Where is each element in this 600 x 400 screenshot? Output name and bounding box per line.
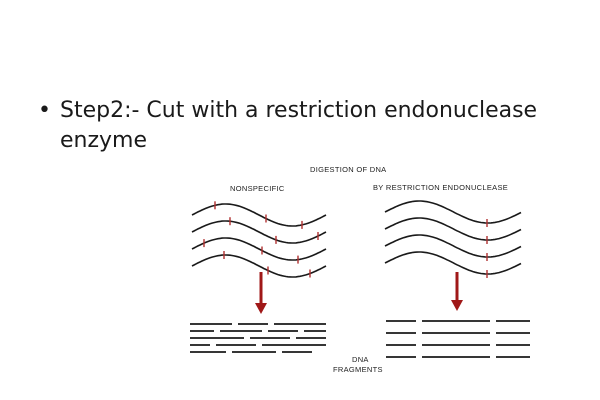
bullet-text: Step2:- Cut with a restriction endonucle… — [60, 98, 538, 153]
nonspecific-label: NONSPECIFIC — [230, 184, 285, 193]
dna-label: DNA — [352, 355, 369, 364]
fragments-label: FRAGMENTS — [333, 365, 383, 374]
restriction-strand — [384, 200, 522, 224]
figure-title: DIGESTION OF DNA — [310, 165, 386, 174]
nonspecific-strand — [191, 237, 327, 261]
nonspecific-dna-strands — [191, 201, 327, 278]
restriction-dna-strands — [384, 200, 522, 278]
right-down-arrow — [451, 272, 463, 311]
bullet-point: • Step2:- Cut with a restriction endonuc… — [38, 96, 578, 156]
left-down-arrow — [255, 272, 267, 314]
restriction-endonuclease-label: BY RESTRICTION ENDONUCLEASE — [373, 183, 508, 192]
restriction-strand — [384, 217, 522, 241]
bullet-symbol: • — [38, 98, 51, 123]
restriction-dna-fragments — [386, 320, 530, 358]
restriction-strand — [384, 251, 522, 275]
restriction-strand — [384, 234, 522, 258]
nonspecific-dna-fragments — [190, 323, 326, 353]
nonspecific-strand — [191, 254, 327, 278]
nonspecific-strand — [191, 220, 327, 244]
